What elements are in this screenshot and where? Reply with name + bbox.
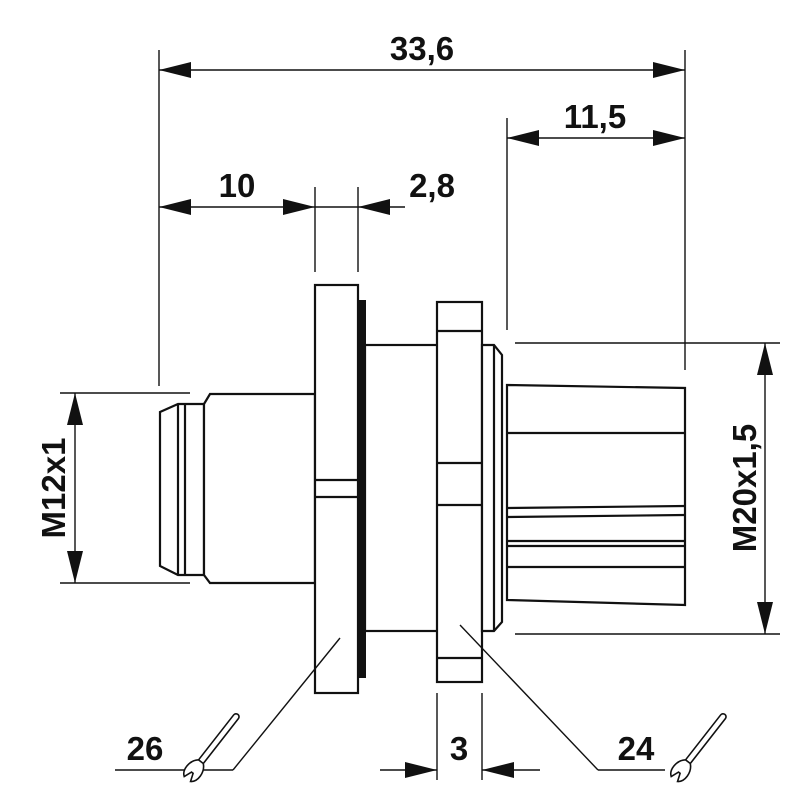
dimension-flange-thickness: 2,8: [315, 167, 455, 215]
rear-housing: [505, 383, 687, 607]
dimension-rear-length: 11,5: [507, 98, 685, 146]
dimension-rear-thread: M20x1,5: [726, 343, 773, 634]
nut-width-label: 3: [450, 730, 468, 767]
front-length-label: 10: [219, 167, 256, 204]
connector-body: [158, 283, 687, 695]
dimension-front-thread: M12x1: [35, 393, 83, 583]
flange-gasket: [358, 300, 366, 678]
overall-length-label: 33,6: [390, 30, 454, 67]
front-thread-label: M12x1: [35, 438, 72, 539]
rear-length-label: 11,5: [564, 98, 626, 135]
rear-thread-collar: [480, 343, 504, 633]
nut-wrench-icon: [670, 712, 727, 783]
dimension-front-length: 10: [159, 167, 315, 215]
center-body: [363, 343, 442, 633]
rear-thread-label: M20x1,5: [726, 424, 763, 552]
front-cap: [158, 402, 206, 577]
extension-lines: [60, 50, 780, 780]
flange-thickness-label: 2,8: [409, 167, 455, 204]
hex-nut: [435, 300, 484, 684]
dimension-nut-width: 3: [380, 730, 540, 778]
dimension-overall-length: 33,6: [159, 30, 685, 78]
nut-wrench-size-label: 24: [618, 730, 655, 767]
flange-wrench-icon: [183, 712, 240, 783]
flange: [313, 283, 360, 695]
front-thread-sleeve: [202, 392, 317, 585]
leader-lines: [115, 624, 665, 771]
flange-wrench-size-label: 26: [127, 730, 164, 767]
